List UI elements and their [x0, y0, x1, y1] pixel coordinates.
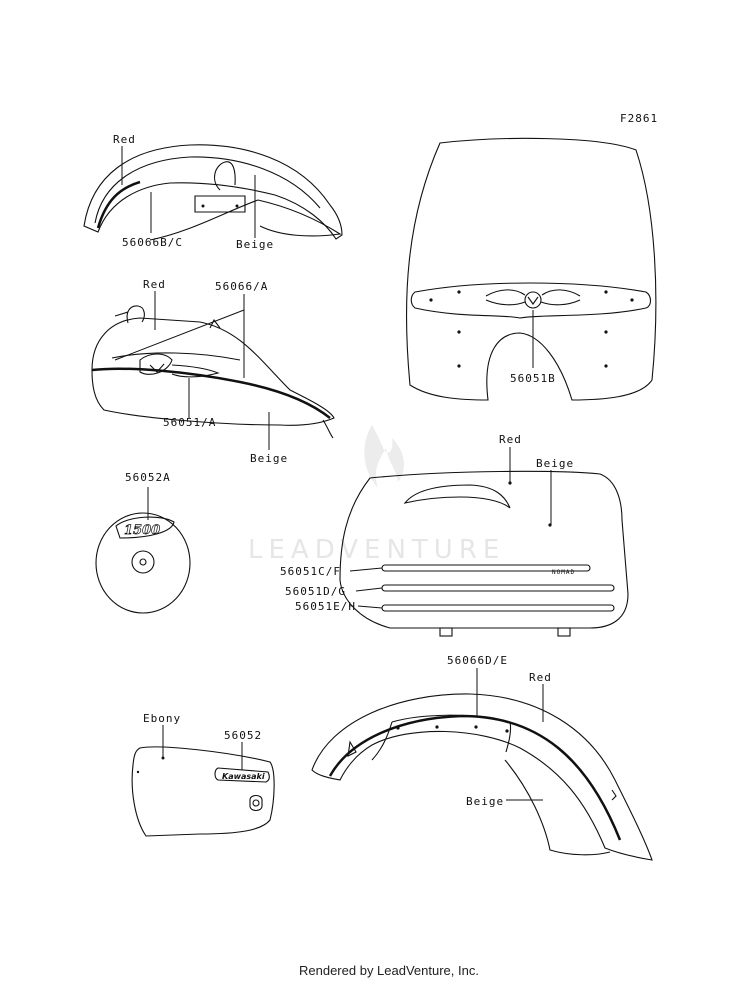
- saddlebag-drawing: NOMAD: [339, 470, 629, 637]
- fuel-tank-color-red: Red: [143, 278, 166, 291]
- saddlebag-emblem: NOMAD: [552, 569, 575, 576]
- leader-line: [349, 567, 383, 572]
- fuel-tank-part-number-bottom: 56051/A: [163, 416, 216, 429]
- figure-code: F2861: [620, 112, 658, 125]
- rear-fender-part-number: 56066D/E: [447, 654, 508, 667]
- side-cover-color-ebony: Ebony: [143, 712, 181, 725]
- footer-credit: Rendered by LeadVenture, Inc.: [299, 963, 479, 978]
- saddlebag-color-beige: Beige: [536, 457, 574, 470]
- saddlebag-part-number-2: 56051D/G: [285, 585, 346, 598]
- saddlebag-part-number-1: 56051C/F: [280, 565, 341, 578]
- rear-fender-color-red: Red: [529, 671, 552, 684]
- watermark-text: LEADVENTURE: [248, 535, 505, 565]
- front-fender-color-beige: Beige: [236, 238, 274, 251]
- windshield-drawing: [405, 137, 657, 401]
- leader-line: [357, 605, 383, 609]
- cover-1500-drawing: 1500: [95, 512, 191, 614]
- leader-line: [114, 309, 245, 361]
- fuel-tank-drawing: [91, 305, 335, 439]
- fuel-tank-part-number-top: 56066/A: [215, 280, 268, 293]
- cover-1500-part-number: 56052A: [125, 471, 171, 484]
- rear-fender-color-beige: Beige: [466, 795, 504, 808]
- cover-1500-emblem: 1500: [124, 523, 160, 538]
- rear-fender-drawing: [311, 693, 653, 861]
- side-cover-emblem: Kawasaki: [222, 772, 265, 781]
- fuel-tank-color-beige: Beige: [250, 452, 288, 465]
- front-fender-part-number: 56066B/C: [122, 236, 183, 249]
- watermark-logo: LEADVENTURE: [248, 425, 505, 565]
- front-fender-color-red: Red: [113, 133, 136, 146]
- leader-line: [355, 587, 383, 592]
- side-cover-part-number: 56052: [224, 729, 262, 742]
- saddlebag-part-number-3: 56051E/H: [295, 600, 356, 613]
- windshield-part-number: 56051B: [510, 372, 556, 385]
- front-fender-drawing: [83, 144, 343, 241]
- saddlebag-color-red: Red: [499, 433, 522, 446]
- side-cover-drawing: Kawasaki: [131, 746, 275, 837]
